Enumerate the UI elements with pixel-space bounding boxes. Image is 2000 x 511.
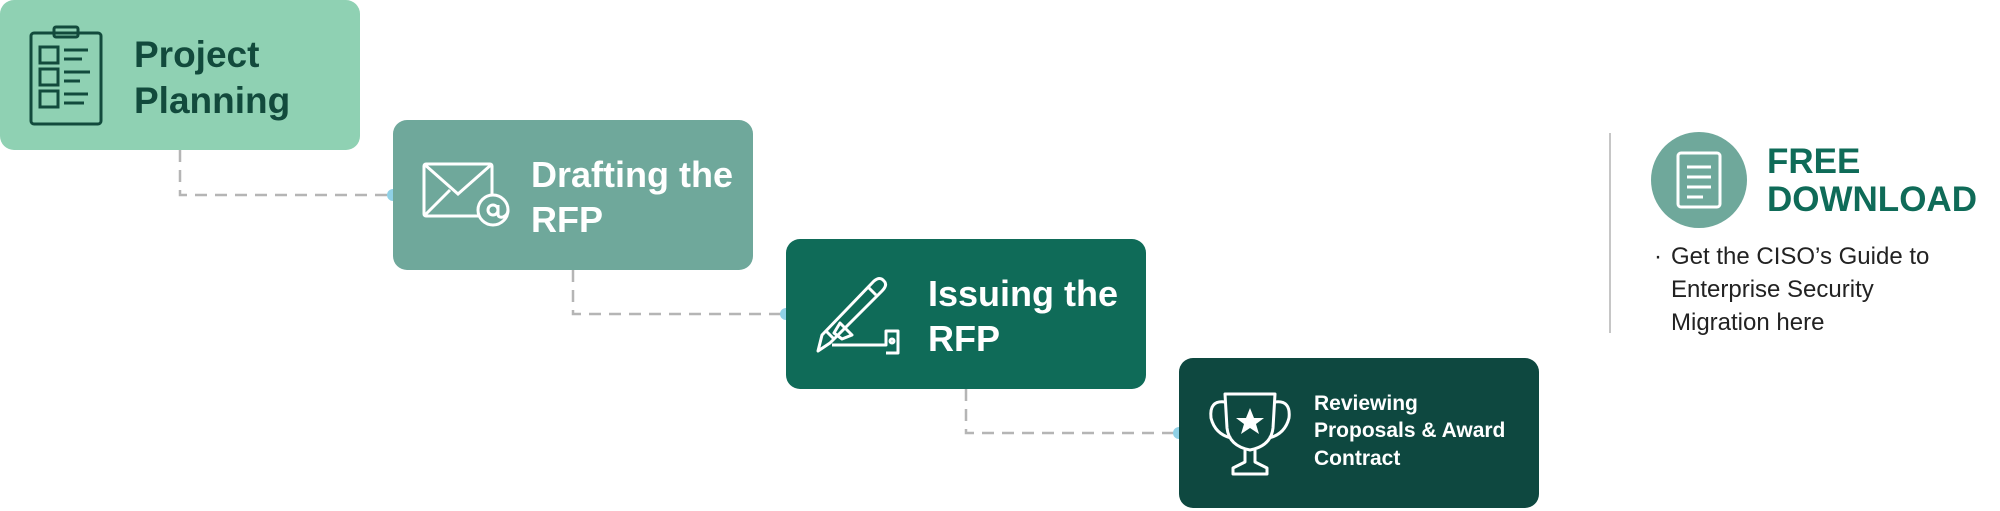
free-download-title[interactable]: FREE DOWNLOAD: [1767, 143, 1997, 219]
connector-3-4: [964, 389, 1179, 435]
step-project-planning[interactable]: Project Planning: [0, 0, 360, 150]
connector-1-2: [178, 150, 393, 197]
step-issuing-rfp[interactable]: Issuing the RFP: [786, 239, 1146, 389]
title-line: DOWNLOAD: [1767, 179, 1977, 219]
bullet: ·: [1654, 243, 1662, 270]
connector-2-3: [571, 270, 786, 316]
clipboard-icon: [28, 25, 104, 132]
step-drafting-rfp[interactable]: Drafting the RFP: [393, 120, 753, 270]
trophy-icon: [1205, 388, 1295, 485]
step-label: Project Planning: [134, 34, 291, 122]
step-label: Issuing the RFP: [928, 273, 1119, 359]
title-line: FREE: [1767, 142, 1861, 181]
download-description: Get the CISO’s Guide to Enterprise Secur…: [1671, 243, 1930, 337]
download-link-text[interactable]: · Get the CISO’s Guide to Enterprise Sec…: [1654, 240, 1954, 339]
step-label: Drafting the RFP: [531, 154, 733, 240]
email-icon: [421, 160, 513, 235]
document-icon: [1676, 151, 1722, 209]
divider: [1609, 133, 1611, 333]
signing-icon: [812, 271, 908, 362]
download-document-button[interactable]: [1651, 132, 1747, 228]
step-label: Reviewing Proposals & Award Contract: [1314, 392, 1506, 470]
step-reviewing-proposals[interactable]: Reviewing Proposals & Award Contract: [1179, 358, 1539, 508]
